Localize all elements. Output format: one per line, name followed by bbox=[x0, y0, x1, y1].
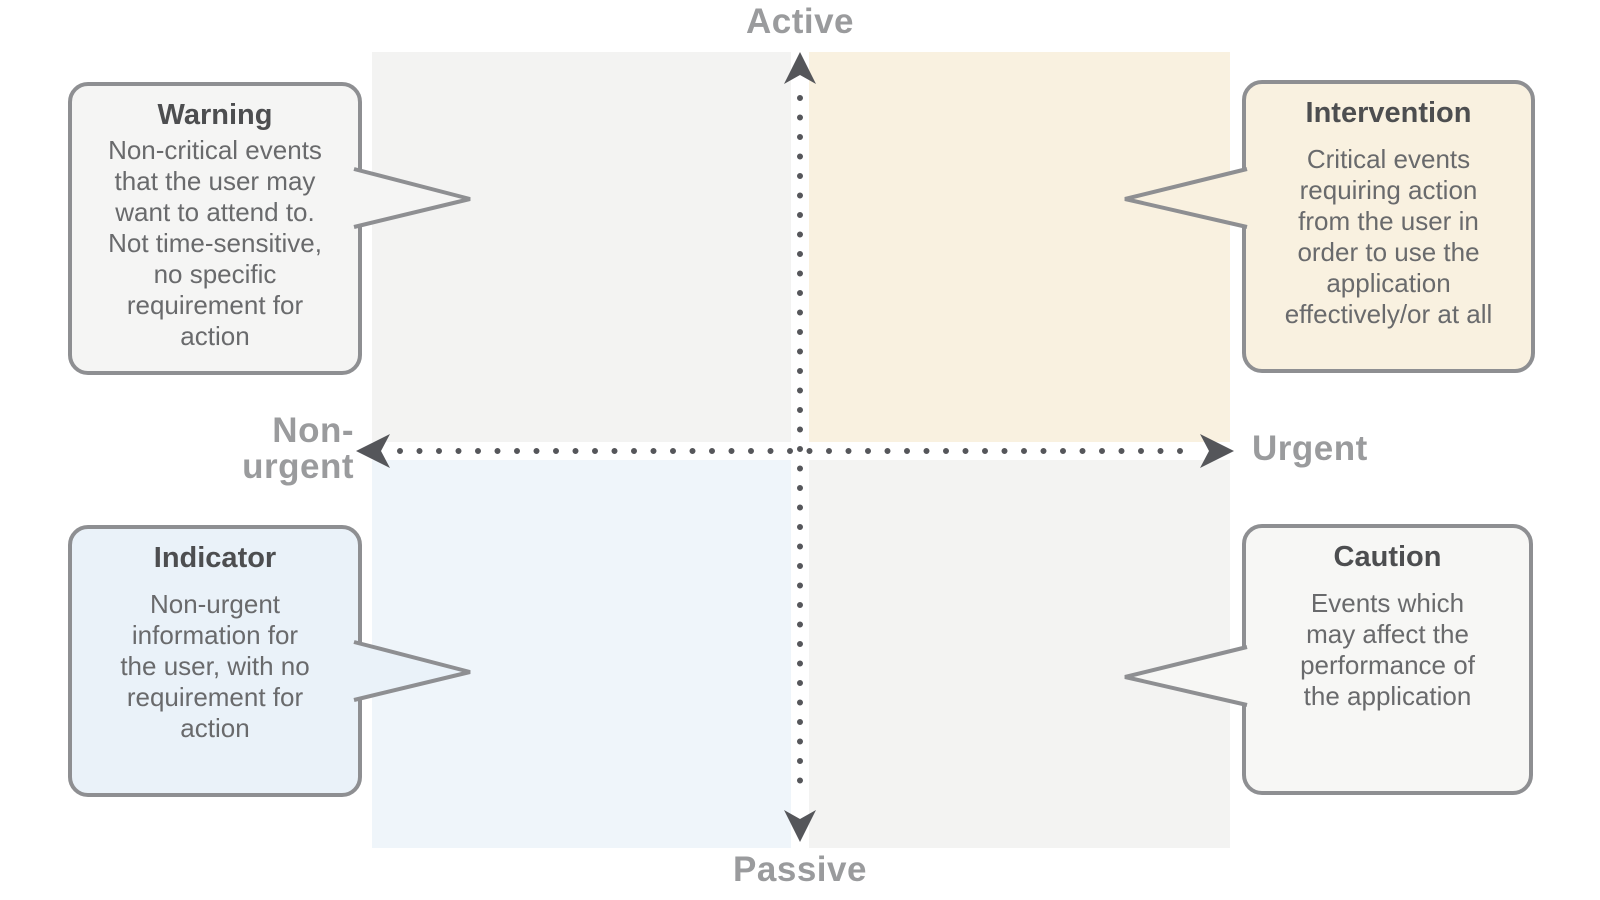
quadrant-active-urgent bbox=[809, 52, 1230, 442]
axis-label-urgent: Urgent bbox=[1252, 429, 1368, 468]
quadrant-active-nonurgent bbox=[372, 52, 791, 442]
callout-indicator-body: Non-urgent information for the user, wit… bbox=[120, 589, 310, 743]
callout-intervention: Intervention Critical events requiring a… bbox=[1242, 80, 1535, 373]
callout-caution-title: Caution bbox=[1333, 541, 1442, 573]
callout-indicator-title: Indicator bbox=[153, 542, 277, 574]
axis-label-active: Active bbox=[745, 2, 855, 41]
callout-caution-body: Events which may affect the performance … bbox=[1300, 588, 1475, 711]
callout-intervention-body: Critical events requiring action from th… bbox=[1284, 144, 1493, 329]
callout-intervention-title: Intervention bbox=[1305, 97, 1472, 129]
callout-warning-title: Warning bbox=[157, 99, 273, 131]
callout-indicator: Indicator Non-urgent information for the… bbox=[68, 525, 362, 797]
axis-label-passive: Passive bbox=[733, 850, 867, 889]
quadrant-passive-nonurgent bbox=[372, 460, 791, 848]
quadrant-passive-urgent bbox=[809, 460, 1230, 848]
callout-warning: Warning Non-critical events that the use… bbox=[68, 82, 362, 375]
callout-warning-body: Non-critical events that the user may wa… bbox=[108, 135, 322, 351]
callout-caution: Caution Events which may affect the perf… bbox=[1242, 524, 1533, 795]
axis-label-non-urgent: Non- urgent bbox=[242, 411, 354, 486]
